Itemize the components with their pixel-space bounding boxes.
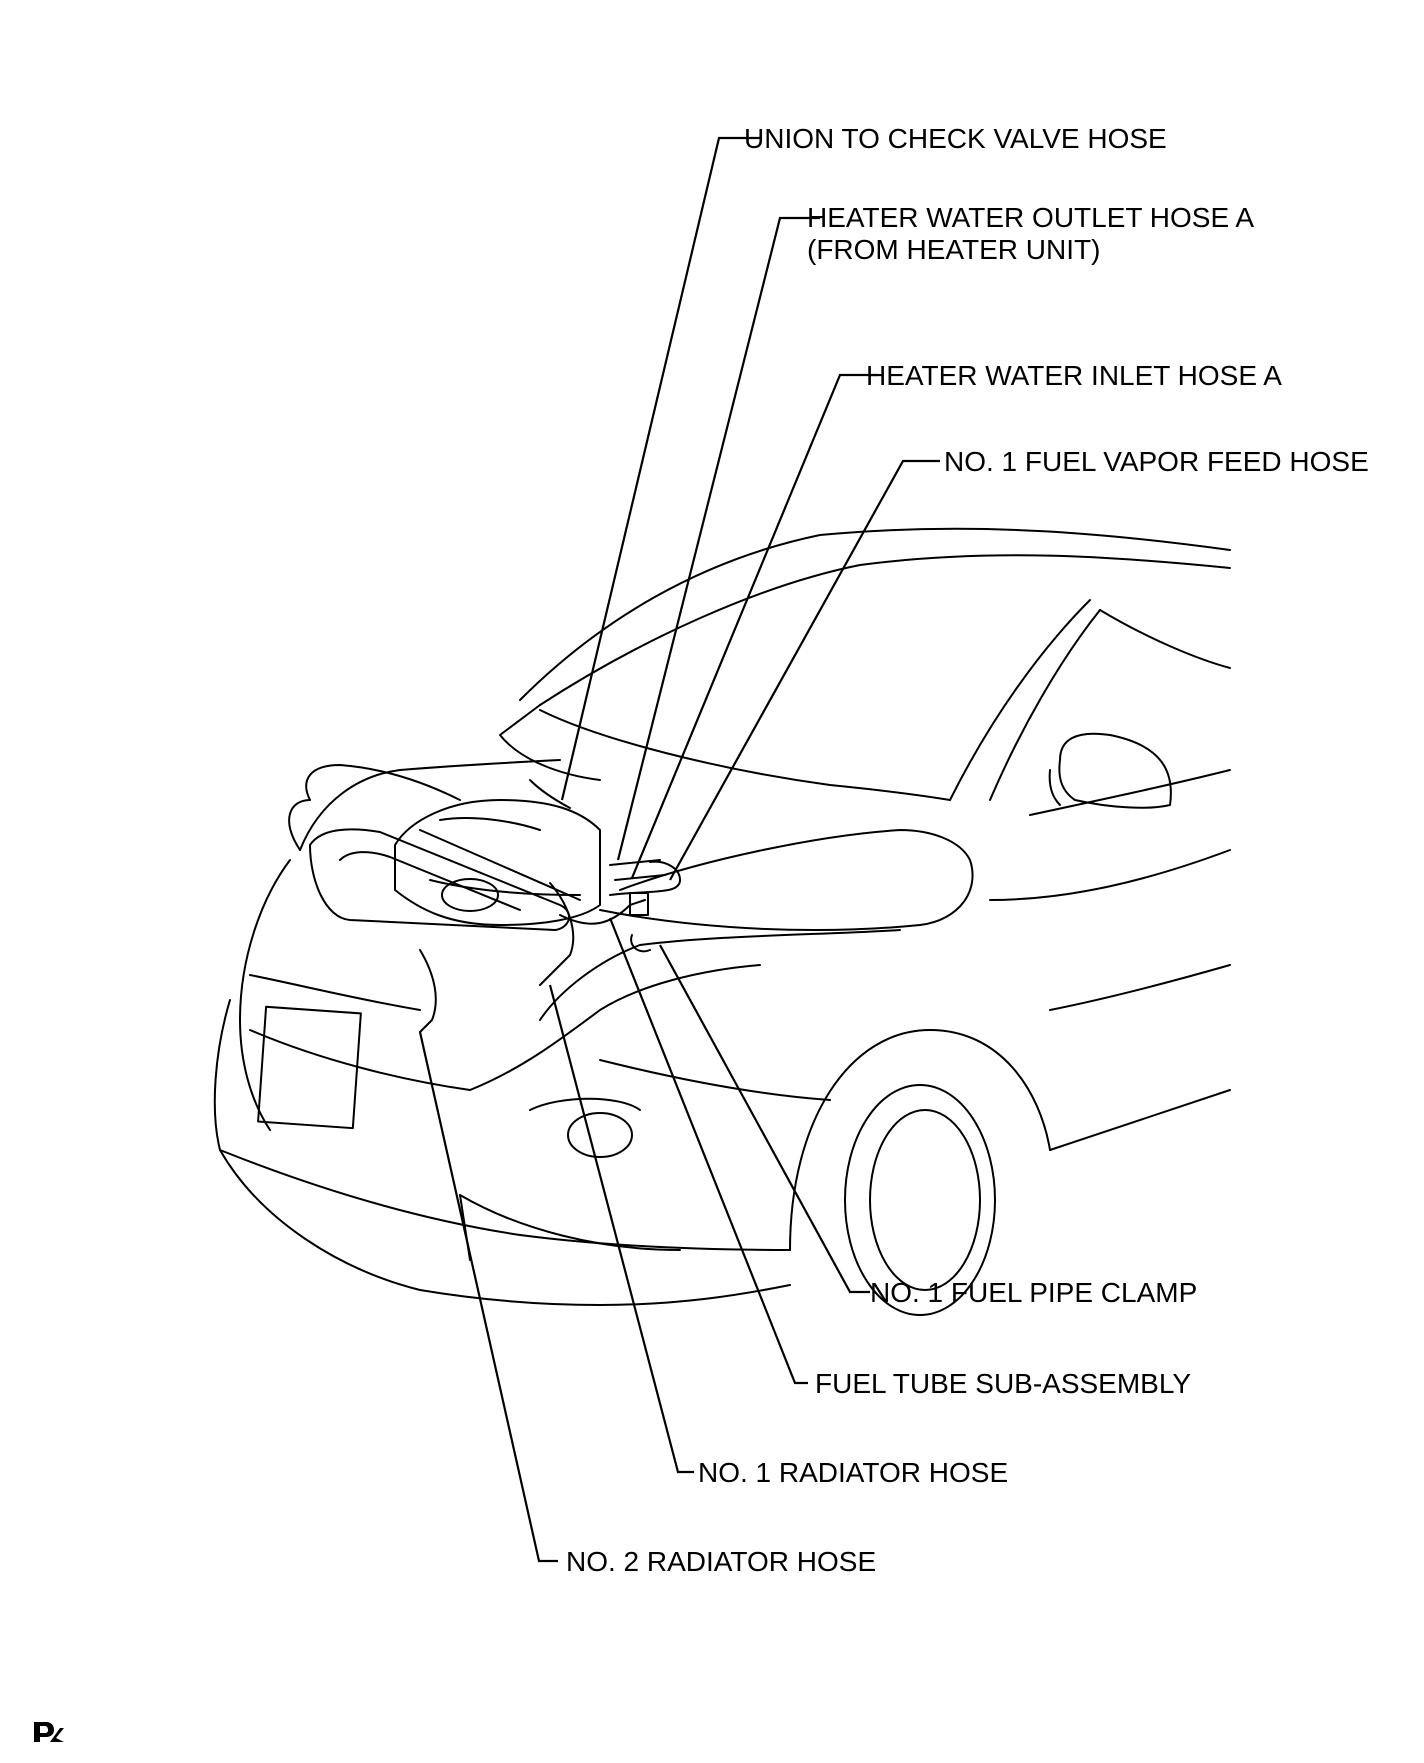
license-plate xyxy=(257,1005,362,1130)
hood-surface-right xyxy=(599,829,974,931)
engine-boss xyxy=(441,878,499,912)
leader-heater-water-outlet-hose xyxy=(616,216,820,861)
car-front-illustration xyxy=(213,527,1231,1316)
leader-no1-fuel-vapor-feed-hose xyxy=(669,459,940,881)
fog-lamp-surround xyxy=(529,1097,641,1111)
leader-fuel-tube-sub-assembly xyxy=(608,917,808,1385)
hood-crease xyxy=(539,944,641,1021)
publisher-mark-icon xyxy=(34,1722,64,1742)
lower-radiator-hose xyxy=(419,949,437,1033)
radiator-support xyxy=(309,828,570,931)
a-pillar-right-inner xyxy=(989,609,1101,801)
label-no1-fuel-pipe-clamp: NO. 1 FUEL PIPE CLAMP xyxy=(870,1277,1197,1308)
label-no1-radiator-hose: NO. 1 RADIATOR HOSE xyxy=(698,1457,1008,1488)
hood-edge-left xyxy=(299,759,561,851)
front-bumper-lower xyxy=(419,1284,791,1306)
fender-front xyxy=(469,964,761,1091)
wheel-arch xyxy=(789,1029,1051,1251)
roof-inner-line xyxy=(539,554,1231,706)
windshield-left-pillar xyxy=(499,704,601,781)
a-pillar-right xyxy=(949,599,1091,801)
engine-detail-2 xyxy=(439,817,541,831)
roof-line xyxy=(519,527,1231,701)
side-window xyxy=(1099,609,1231,669)
headlamp xyxy=(305,764,461,801)
leader-no2-radiator-hose xyxy=(418,1031,558,1563)
fuel-connector xyxy=(629,892,649,916)
side-mirror xyxy=(1058,732,1172,809)
fog-lamp xyxy=(567,1112,633,1158)
leader-lines xyxy=(418,136,940,1563)
leader-no1-fuel-pipe-clamp xyxy=(659,944,870,1294)
leader-union-to-check-valve-hose xyxy=(560,136,760,801)
label-heater-water-inlet-hose-a: HEATER WATER INLET HOSE A xyxy=(866,360,1282,391)
body-side xyxy=(989,849,1231,901)
engine-cover xyxy=(394,799,601,926)
leader-heater-water-inlet-hose xyxy=(630,373,878,879)
front-corner xyxy=(288,799,311,851)
bumper-mid xyxy=(249,1029,471,1091)
fender-crease xyxy=(599,1059,831,1101)
front-tire xyxy=(844,1084,996,1316)
front-rim xyxy=(869,1109,981,1291)
lower-air-dam xyxy=(459,1194,681,1251)
callout-labels: UNION TO CHECK VALVE HOSE HEATER WATER O… xyxy=(566,123,1369,1577)
label-no1-fuel-vapor-feed-hose: NO. 1 FUEL VAPOR FEED HOSE xyxy=(944,446,1369,477)
label-fuel-tube-sub-assembly: FUEL TUBE SUB-ASSEMBLY xyxy=(815,1368,1191,1399)
fuel-tube-part xyxy=(559,899,646,925)
label-union-to-check-valve-hose: UNION TO CHECK VALVE HOSE xyxy=(744,123,1167,154)
grille-top xyxy=(249,974,421,1011)
side-mirror-inner xyxy=(1048,769,1061,806)
hood-fold xyxy=(639,929,901,946)
side-window-lower xyxy=(1029,769,1231,816)
union-check-valve-hose-part xyxy=(529,779,571,809)
body-side-lower xyxy=(1049,964,1231,1011)
front-fascia-top xyxy=(239,859,291,1131)
rocker-panel xyxy=(1049,1089,1231,1151)
label-no2-radiator-hose: NO. 2 RADIATOR HOSE xyxy=(566,1546,876,1577)
fuel-pipe-clamp-part xyxy=(630,934,651,953)
front-fascia-left xyxy=(213,999,421,1291)
cowl-line xyxy=(539,709,951,801)
radiator-support-inner xyxy=(339,851,521,911)
label-heater-water-outlet-hose-a: HEATER WATER OUTLET HOSE A xyxy=(807,202,1254,233)
label-heater-water-outlet-hose-a-sub: (FROM HEATER UNIT) xyxy=(807,234,1100,265)
leader-no1-radiator-hose xyxy=(548,984,694,1474)
front-bumper-edge xyxy=(219,1149,791,1251)
